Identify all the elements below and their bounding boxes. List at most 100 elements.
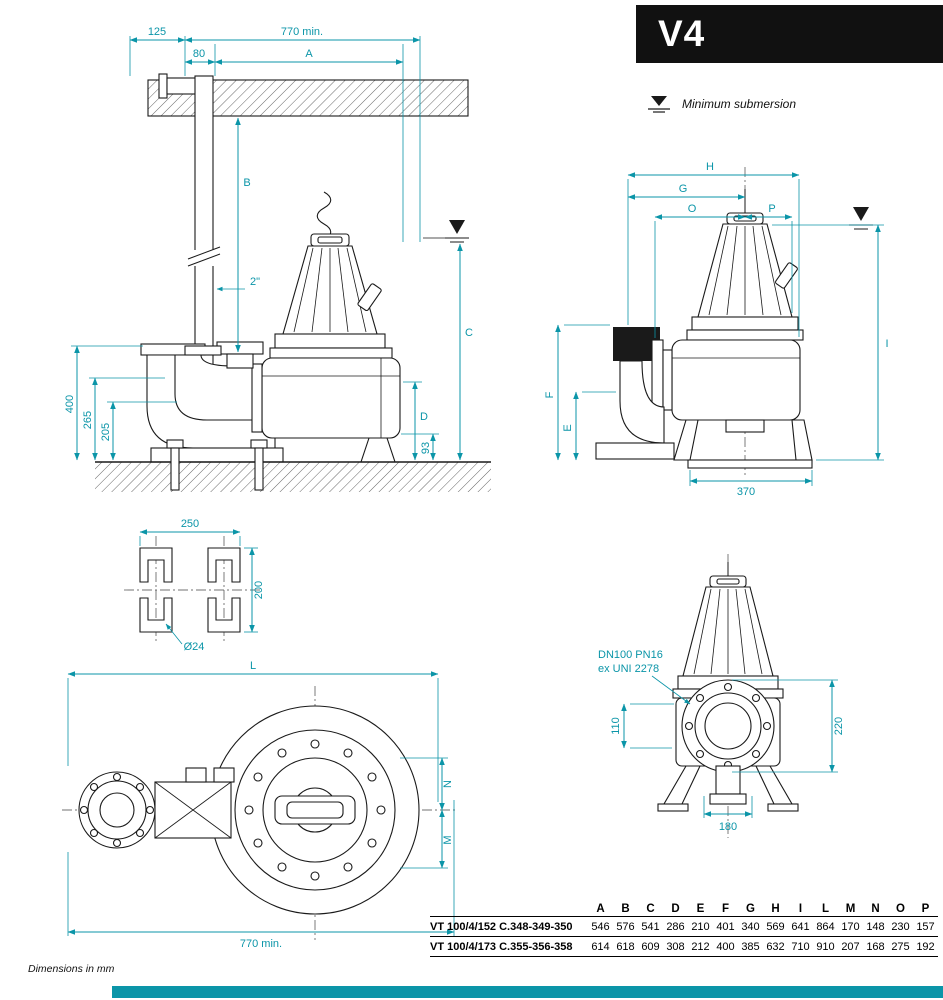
dim-value: 632 — [766, 940, 785, 953]
dim-value: 546 — [591, 920, 610, 933]
pump-stand — [687, 459, 813, 469]
flange-label-line1: DN100 PN16 — [598, 649, 663, 661]
pump-front-view — [657, 562, 799, 812]
dim-value: 864 — [816, 920, 835, 933]
dim-label-C: C — [465, 327, 473, 339]
dim-value: 609 — [641, 940, 660, 953]
guide-bracket-top — [154, 767, 235, 839]
dim-label-400: 400 — [64, 395, 76, 413]
dim-label-770-min: 770 min. — [281, 26, 323, 38]
dim-column-header: L — [821, 902, 830, 915]
dim-column-header: N — [871, 902, 880, 915]
side-view-drawing: H G O P I F E 370 — [544, 161, 889, 498]
dim-column-header: G — [746, 902, 755, 915]
dim-label-E: E — [562, 424, 574, 431]
pump-side-view — [671, 189, 813, 469]
volute-casing — [671, 339, 801, 421]
pump-top-view — [210, 705, 420, 915]
flange-callout: DN100 PN16 ex UNI 2278 — [598, 649, 691, 705]
dim-column-header: H — [771, 902, 780, 915]
cable-gland — [357, 283, 382, 312]
discharge-elbow-side — [595, 327, 675, 460]
pump-model-label: VT 100/4/152 C.348-349-350 — [430, 920, 573, 933]
installation-dimensions: 125 770 min. 80 A B 2" 400 265 205 C D — [64, 26, 473, 461]
dim-label-265: 265 — [82, 411, 94, 429]
dim-column-header: O — [896, 902, 905, 915]
submersion-level-symbol — [423, 220, 469, 243]
dim-label-B: B — [243, 177, 250, 189]
claw-detail-dimensions: 250 200 Ø24 — [139, 518, 265, 653]
dim-label-D: D — [420, 411, 428, 423]
model-banner: V4 — [636, 5, 943, 63]
min-submersion-label: Minimum submersion — [682, 97, 797, 111]
dim-column-header: E — [696, 902, 705, 915]
dim-value: 275 — [891, 940, 910, 953]
dim-label-80: 80 — [193, 48, 205, 60]
pump-leg — [663, 765, 701, 805]
dim-value: 230 — [891, 920, 910, 933]
dim-value: 286 — [666, 920, 685, 933]
dim-label-H: H — [706, 161, 714, 173]
dim-label-200: 200 — [253, 581, 265, 599]
installation-drawing: 125 770 min. 80 A B 2" 400 265 205 C D — [64, 26, 491, 492]
side-view-dimensions: H G O P I F E 370 — [544, 161, 889, 498]
dim-value: 576 — [616, 920, 635, 933]
dim-value: 207 — [841, 940, 860, 953]
pump-foot — [360, 437, 396, 463]
dimensions-note: Dimensions in mm — [28, 963, 115, 975]
dim-label-770-min-bottom: 770 min. — [240, 938, 282, 950]
pump-side-profile — [184, 191, 401, 463]
front-view-dimensions: 110 220 180 — [610, 679, 845, 833]
power-cable — [316, 191, 332, 241]
dim-label-F: F — [544, 391, 556, 398]
dim-value: 340 — [741, 920, 760, 933]
dim-label-250: 250 — [181, 518, 199, 530]
dim-value: 541 — [641, 920, 660, 933]
dim-value: 569 — [766, 920, 785, 933]
anchor-bolts — [166, 439, 268, 491]
dim-value: 168 — [866, 940, 885, 953]
dim-label-93: 93 — [420, 442, 432, 454]
dim-value: 400 — [716, 940, 735, 953]
top-view-drawing: L N M 770 min. — [62, 660, 458, 950]
dim-column-header: B — [621, 902, 630, 915]
dim-label-dia24: Ø24 — [184, 641, 205, 653]
pump-leg — [673, 419, 699, 461]
submersion-level-symbol — [849, 207, 873, 230]
dim-column-header: I — [798, 902, 803, 915]
front-view-drawing: DN100 PN16 ex UNI 2278 110 220 180 — [598, 554, 845, 838]
dim-label-110: 110 — [610, 717, 622, 735]
dim-label-O: O — [688, 203, 697, 215]
dim-value: 614 — [591, 940, 610, 953]
dim-label-G: G — [679, 183, 688, 195]
min-submersion-legend: Minimum submersion — [646, 94, 796, 114]
accent-bar — [112, 986, 943, 998]
pipe-break-symbol — [187, 246, 221, 267]
discharge-flange — [251, 363, 263, 433]
elbow-foot — [595, 442, 675, 460]
volute-casing — [261, 357, 401, 439]
dim-value: 157 — [916, 920, 935, 933]
dim-value: 910 — [816, 940, 835, 953]
dim-value: 170 — [841, 920, 860, 933]
dim-label-M: M — [442, 835, 454, 844]
pump-leg — [791, 419, 813, 461]
dim-value: 385 — [741, 940, 760, 953]
guide-claw-upper — [139, 547, 241, 583]
dim-value: 192 — [916, 940, 935, 953]
discharge-flange-top — [78, 771, 156, 849]
suction-flange — [681, 679, 775, 773]
dim-column-header: C — [646, 902, 655, 915]
dim-label-P: P — [768, 203, 775, 215]
dim-value: 212 — [691, 940, 710, 953]
dim-value: 710 — [791, 940, 810, 953]
dim-label-2in: 2" — [250, 276, 260, 288]
claw-detail-drawing: 250 200 Ø24 — [124, 518, 265, 653]
guide-claw-lower — [139, 597, 241, 633]
dim-value: 618 — [616, 940, 635, 953]
dim-column-header: D — [671, 902, 680, 915]
dim-value: 401 — [716, 920, 735, 933]
guide-claw — [184, 345, 222, 356]
